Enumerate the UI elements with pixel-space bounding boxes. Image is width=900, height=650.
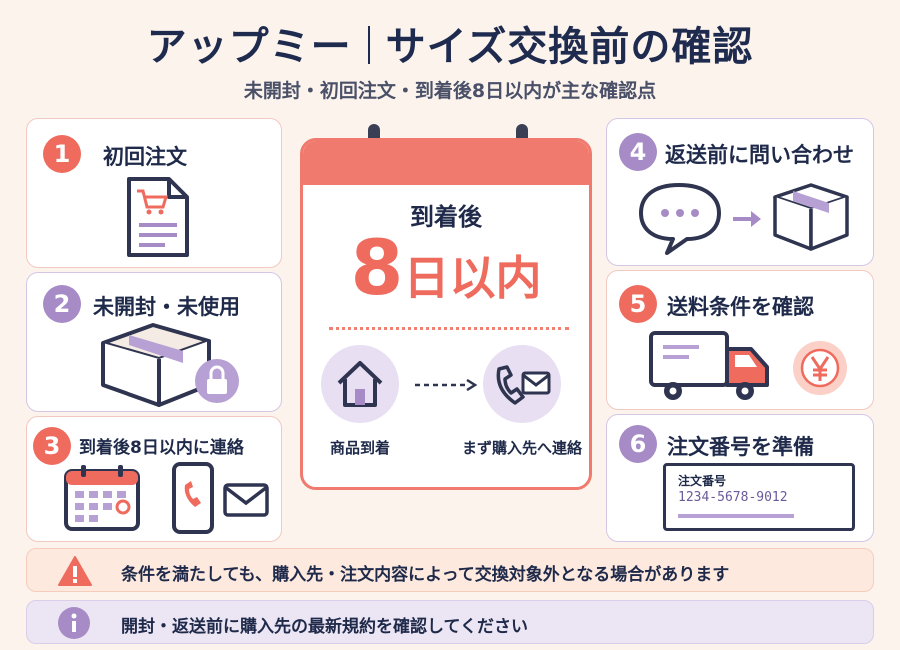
title-brand: アップミー	[146, 24, 352, 70]
phone-mail-circle	[483, 345, 561, 423]
title-divider	[367, 26, 370, 64]
info-note: 開封・返送前に購入先の最新規約を確認してください	[26, 600, 874, 644]
step-number-1: 1	[43, 135, 81, 173]
phone-mail-icon	[496, 365, 551, 405]
chat-box-icon	[639, 183, 849, 255]
info-icon	[58, 607, 90, 639]
card-title-2: 未開封・未使用	[93, 295, 240, 319]
step-number-3: 3	[33, 427, 71, 465]
calendar-big-number: 8	[350, 223, 404, 312]
card-first-order: 1 初回注文	[26, 118, 282, 268]
yen-coin-icon	[793, 341, 847, 395]
mail-icon	[223, 483, 269, 517]
card-title-5: 送料条件を確認	[667, 295, 814, 319]
sealed-box-lock-icon	[101, 323, 239, 407]
caption-arrival: 商品到着	[329, 439, 390, 457]
info-text: 開封・返送前に購入先の最新規約を確認してください	[121, 617, 528, 637]
card-inquire-before-return: 4 返送前に問い合わせ	[606, 118, 874, 266]
card-order-number: 6 注文番号を準備 注文番号 1234-5678-9012	[606, 414, 874, 542]
arrow-icon	[415, 379, 478, 391]
calendar-big-unit: 日以内	[403, 251, 542, 305]
ticket-number: 1234-5678-9012	[678, 490, 788, 505]
title-topic: サイズ交換前の確認	[385, 24, 754, 70]
card-title-1: 初回注文	[103, 145, 187, 169]
card-shipping-conditions: 5 送料条件を確認	[606, 270, 874, 410]
step-number-2: 2	[43, 285, 81, 323]
calendar-top-label: 到着後	[410, 203, 482, 231]
step-number-6: 6	[619, 425, 657, 463]
step-number-4: 4	[619, 133, 657, 171]
warning-icon	[58, 556, 92, 586]
truck-icon	[649, 331, 769, 400]
document-cart-icon	[127, 177, 189, 257]
calendar-icon	[64, 465, 140, 531]
warning-text: 条件を満たしても、購入先・注文内容によって交換対象外となる場合があります	[121, 565, 730, 585]
phone-icon	[172, 462, 214, 534]
card-unopened: 2 未開封・未使用	[26, 272, 282, 412]
step-number-5: 5	[619, 285, 657, 323]
card-title-6: 注文番号を準備	[667, 435, 814, 459]
ticket-icon: 注文番号 1234-5678-9012	[663, 463, 855, 531]
house-icon	[337, 361, 383, 407]
house-circle	[321, 345, 399, 423]
card-contact-within-8-days: 3 到着後8日以内に連絡	[26, 416, 282, 542]
calendar-header	[303, 141, 589, 185]
page-subtitle: 未開封・初回注文・到着後8日以内が主な確認点	[243, 80, 657, 102]
caption-contact-seller: まず購入先へ連絡	[461, 439, 582, 457]
card-title-4: 返送前に問い合わせ	[665, 143, 854, 167]
calendar-big-label: 8日以内	[303, 223, 589, 312]
card-title-3: 到着後8日以内に連絡	[79, 438, 244, 458]
calendar-panel: 到着後 8日以内 商品到着 まず購入先へ連絡	[300, 138, 592, 490]
ticket-line	[678, 514, 794, 518]
page-title: アップミーサイズ交換前の確認	[0, 14, 900, 72]
calendar-divider	[329, 327, 569, 330]
warning-note: 条件を満たしても、購入先・注文内容によって交換対象外となる場合があります	[26, 548, 874, 592]
ticket-label: 注文番号	[678, 474, 727, 488]
